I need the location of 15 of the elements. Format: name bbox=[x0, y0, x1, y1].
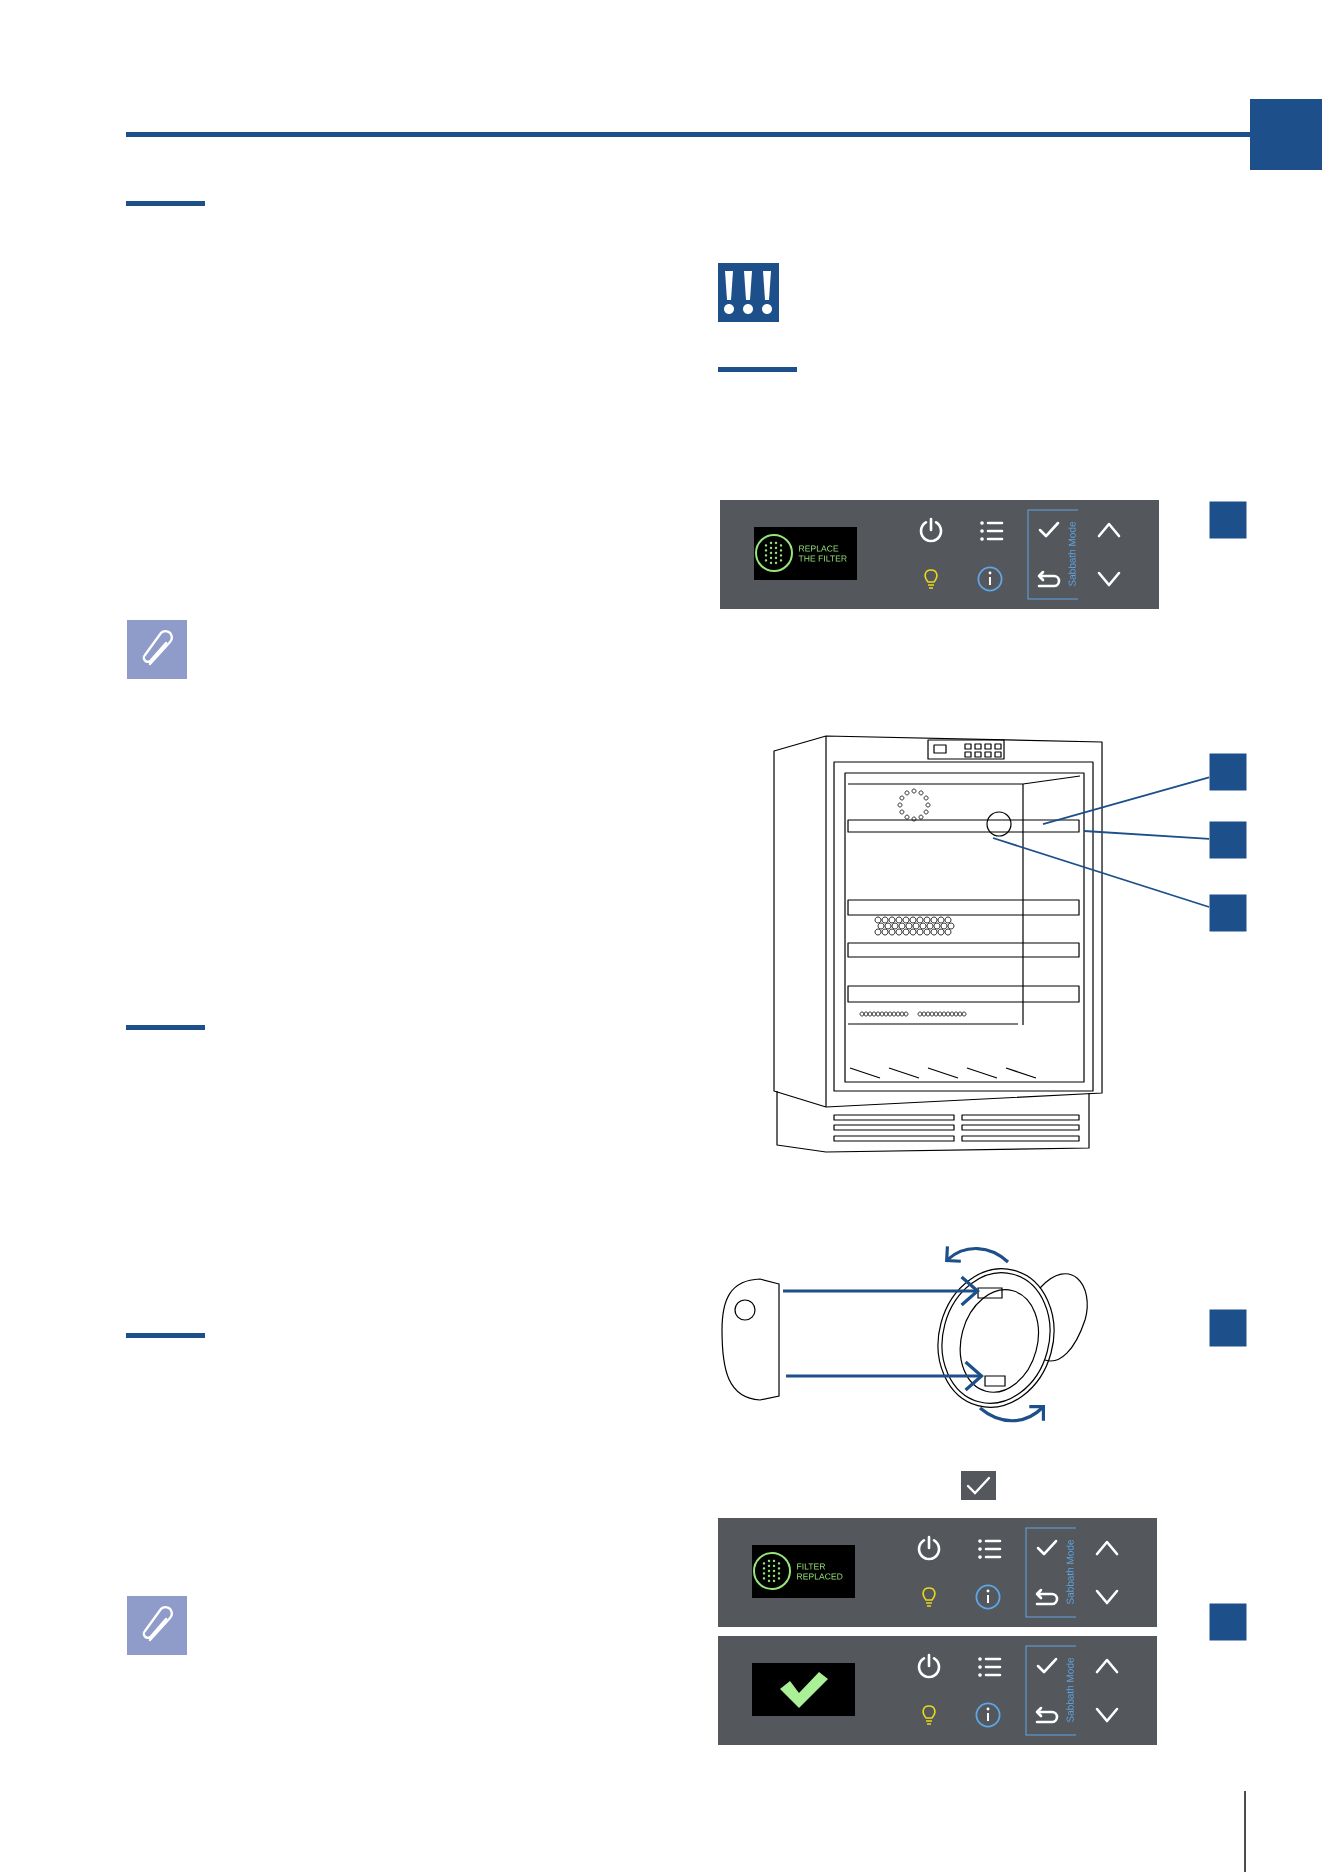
sabbath-mode-key: Sabbath Mode bbox=[1027, 509, 1079, 600]
callout-box bbox=[1209, 1603, 1247, 1641]
sabbath-mode-key: Sabbath Mode bbox=[1025, 1645, 1077, 1736]
sabbath-mode-key: Sabbath Mode bbox=[1025, 1527, 1077, 1618]
callout-box bbox=[1209, 501, 1247, 539]
display-screen: FILTER REPLACED bbox=[752, 1545, 855, 1598]
callout-box bbox=[1209, 894, 1247, 932]
leader-line bbox=[1042, 776, 1210, 825]
callout-box bbox=[1209, 753, 1247, 791]
display-screen bbox=[752, 1663, 855, 1716]
callout-box bbox=[1209, 1309, 1247, 1347]
display-screen: REPLACE THE FILTER bbox=[754, 527, 857, 580]
leader-line bbox=[1083, 830, 1210, 840]
callout-box bbox=[1209, 821, 1247, 859]
leader-line bbox=[992, 837, 1210, 908]
